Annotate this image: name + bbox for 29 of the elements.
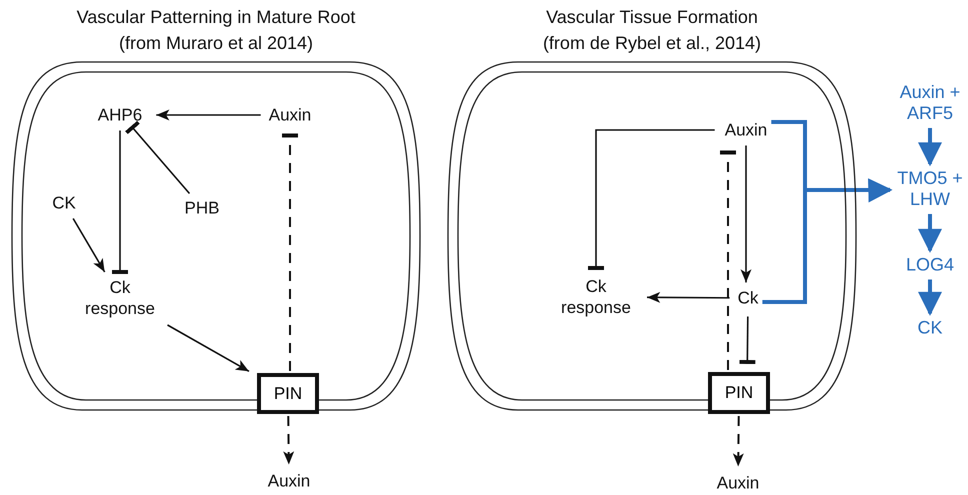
molecule-label: Auxin	[268, 470, 310, 492]
arrow	[167, 324, 250, 372]
arrow	[740, 146, 752, 282]
molecule-label: Ck response	[75, 277, 165, 319]
molecule-label: Ck	[738, 288, 758, 308]
pathway-step-label: CK	[918, 318, 942, 338]
arrow	[72, 218, 106, 272]
molecule-label: Auxin	[268, 104, 312, 126]
pathway-step-label: TMO5 + LHW	[890, 168, 968, 210]
membrane-protein-box: PIN	[257, 373, 319, 414]
molecule-label: AHP6	[98, 104, 142, 126]
pathway-step-label: Auxin + ARF5	[890, 82, 968, 124]
molecule-label: PHB	[184, 198, 220, 218]
membrane-protein-box: PIN	[708, 372, 770, 414]
molecule-label: Auxin	[724, 120, 768, 140]
arrow	[156, 110, 261, 120]
arrow	[918, 214, 942, 253]
molecule-label: Auxin	[716, 472, 760, 494]
dashed-arrow	[283, 416, 294, 465]
arrow	[918, 280, 942, 316]
arrow	[762, 178, 892, 304]
panel-heading: Vascular Patterning in Mature Root (from Muraro et al 2014)	[76, 6, 356, 55]
arrow	[918, 128, 942, 166]
panel-heading: Vascular Tissue Formation (from de Rybel et al., 2014)	[542, 6, 762, 55]
molecule-label: CK	[52, 192, 76, 214]
molecule-label: Ck response	[551, 276, 641, 318]
arrow	[647, 292, 730, 303]
dashed-arrow	[732, 416, 744, 467]
pathway-step-label: LOG4	[906, 254, 954, 276]
